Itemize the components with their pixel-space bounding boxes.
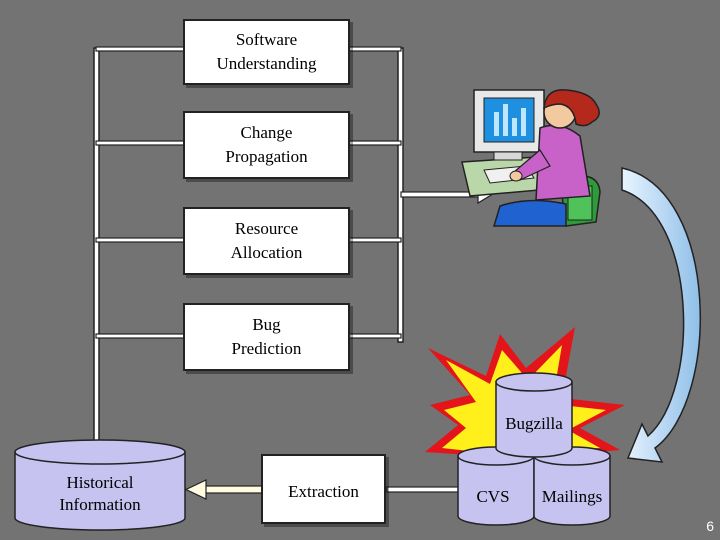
arrow-to-historical xyxy=(184,479,263,500)
box-extraction: Extraction xyxy=(261,454,386,524)
box-bug-prediction: Bug Prediction xyxy=(183,303,350,371)
box-resource-allocation: Resource Allocation xyxy=(183,207,350,275)
label-bugzilla: Bugzilla xyxy=(505,414,563,433)
box-connectors xyxy=(95,46,402,339)
slide-number: 6 xyxy=(706,518,714,534)
user-at-computer-icon xyxy=(461,89,601,227)
historical-information-cylinder xyxy=(14,439,186,531)
label-historical-information: Historical Information xyxy=(59,473,141,514)
left-rail xyxy=(93,47,100,453)
curved-feedback-arrow xyxy=(621,167,702,463)
cvs-cylinder xyxy=(457,446,535,526)
line-to-cvs xyxy=(386,486,460,493)
label-mailings: Mailings xyxy=(541,487,603,506)
bugzilla-cylinder xyxy=(495,372,573,458)
label-cvs: CVS xyxy=(476,487,510,506)
box-software-understanding: Software Understanding xyxy=(183,19,350,85)
box-change-propagation: Change Propagation xyxy=(183,111,350,179)
